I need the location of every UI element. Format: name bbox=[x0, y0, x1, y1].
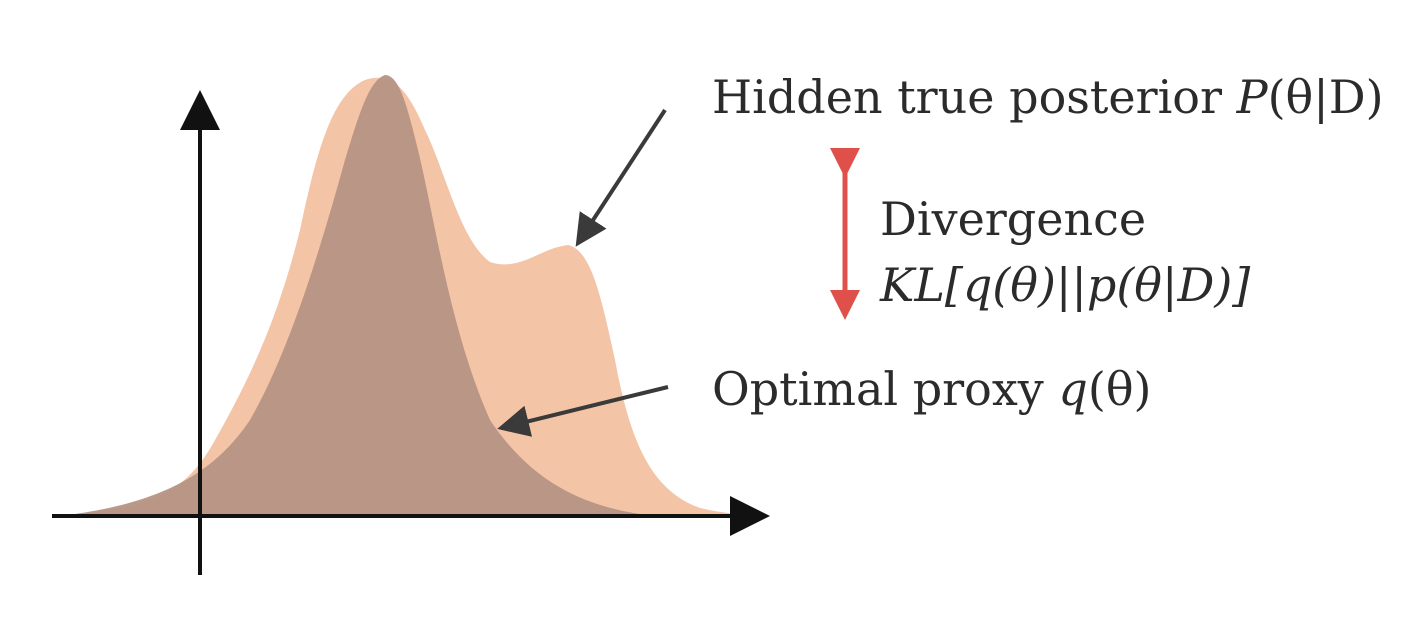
divergence-label: Divergence bbox=[880, 192, 1147, 246]
proxy-label: Optimal proxy q(θ) bbox=[712, 362, 1152, 416]
true-posterior-label: Hidden true posterior P(θ|D) bbox=[712, 70, 1384, 124]
kl-divergence-formula: KL[q(θ)||p(θ|D)] bbox=[880, 258, 1251, 312]
proxy-curve bbox=[60, 75, 660, 516]
proxy-pointer-arrow bbox=[497, 385, 669, 437]
true-posterior-pointer-arrow bbox=[575, 108, 667, 247]
